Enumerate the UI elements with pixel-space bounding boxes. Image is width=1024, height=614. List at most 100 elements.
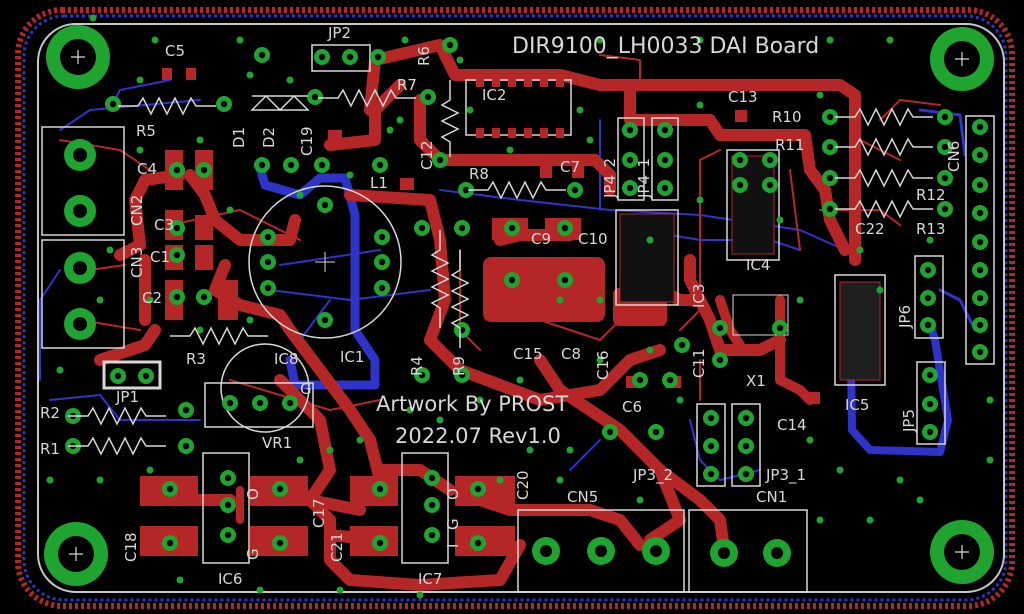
pad-hole [462, 186, 470, 194]
ref-vr1: VR1 [262, 434, 293, 452]
via-icon [136, 146, 144, 154]
pad-hole [626, 156, 634, 164]
diode-symbols [250, 94, 310, 111]
pad-hole [941, 174, 949, 182]
via-icon [816, 91, 824, 99]
pad-hole [924, 294, 932, 302]
pad-hole [173, 251, 181, 259]
ic8-package [220, 343, 310, 433]
pad-hole [109, 100, 117, 108]
pad-hole [941, 205, 949, 213]
via-icon [886, 36, 894, 44]
via-icon [806, 436, 814, 444]
pad-hole [276, 485, 284, 493]
ref-cn2: CN2 [128, 194, 146, 226]
pad-hole [173, 293, 181, 301]
via-icon [636, 496, 644, 504]
via-icon [136, 76, 144, 84]
vr1-package [204, 382, 314, 428]
ref-c7: C7 [560, 158, 581, 176]
ref-ic6: IC6 [218, 570, 243, 588]
via-icon [96, 296, 104, 304]
pad-hole [378, 233, 386, 241]
ref-r2: R2 [40, 404, 60, 422]
pad-hole [976, 266, 984, 274]
via-icon [416, 591, 424, 599]
via-icon [336, 586, 344, 594]
mounting-hole-icon [46, 25, 110, 89]
ref-ic8: IC8 [274, 350, 299, 368]
via-icon [866, 516, 874, 524]
pin-label-g-vr1: G [300, 380, 312, 398]
pad-hole [276, 539, 284, 547]
ref-ic3: IC3 [690, 283, 708, 308]
pad-hole [458, 224, 466, 232]
ref-jp5: JP5 [900, 408, 918, 432]
pad-hole [114, 372, 122, 380]
pad-hole [428, 474, 436, 482]
ref-c11: C11 [690, 348, 708, 378]
pad-hole [378, 258, 386, 266]
pad-hole [826, 174, 834, 182]
via-icon [566, 446, 574, 454]
pad-hole [318, 161, 326, 169]
pad-hole [446, 41, 454, 49]
jp4-header-a [617, 117, 645, 201]
pad-hole [256, 399, 264, 407]
pad-hole [458, 371, 466, 379]
pad-hole [182, 406, 190, 414]
via-icon [596, 356, 604, 364]
via-icon [406, 406, 414, 414]
pad-hole [707, 414, 715, 422]
pad-hole [976, 181, 984, 189]
pad-hole [826, 205, 834, 213]
pad-hole [924, 321, 932, 329]
pad-hole [636, 376, 644, 384]
pad-hole [976, 348, 984, 356]
credit-line-1: Artwork By PROST [376, 392, 569, 416]
ref-jp4-2: JP4_2 [601, 157, 619, 198]
pad-hole [742, 470, 750, 478]
via-icon [146, 466, 154, 474]
ic-packages [102, 44, 995, 487]
ref-c4: C4 [137, 160, 158, 178]
pad-hole [287, 161, 295, 169]
resistor-symbols [68, 80, 933, 456]
ref-c21: C21 [328, 532, 346, 562]
ref-r4: R4 [408, 356, 426, 376]
pad-hole [258, 161, 266, 169]
jp3-header-a [696, 403, 726, 487]
jp1-header [102, 360, 162, 390]
ref-l1: L1 [370, 174, 388, 192]
ref-jp2: JP2 [328, 24, 352, 42]
ref-r9: R9 [450, 356, 468, 376]
pad-hole [661, 126, 669, 134]
ic5-package [834, 274, 886, 386]
via-icon [896, 476, 904, 484]
via-icon [876, 286, 884, 294]
pad-hole [376, 539, 384, 547]
ref-jp4-1: JP4_1 [635, 157, 653, 198]
via-icon [196, 136, 204, 144]
pad-hole [826, 113, 834, 121]
pad-hole [474, 539, 482, 547]
board-ground-stitch-inner [22, 14, 1008, 602]
via-icon [986, 396, 994, 404]
pad-hole [173, 166, 181, 174]
regulator-ic6 [140, 452, 308, 564]
pad-hole [716, 324, 724, 332]
mounting-hole-icon [930, 520, 994, 584]
ref-c16: C16 [594, 350, 612, 380]
pad-hole [561, 276, 569, 284]
via-icon [401, 36, 409, 44]
pad-hole [606, 428, 614, 436]
via-icon [151, 36, 159, 44]
ref-cn1: CN1 [756, 488, 788, 506]
pad-hole [258, 51, 266, 59]
pad-hole [766, 156, 774, 164]
via-icon [296, 456, 304, 464]
via-icon [596, 296, 604, 304]
mounting-holes [44, 25, 994, 586]
ref-cn5: CN5 [567, 488, 599, 506]
via-icon [836, 466, 844, 474]
